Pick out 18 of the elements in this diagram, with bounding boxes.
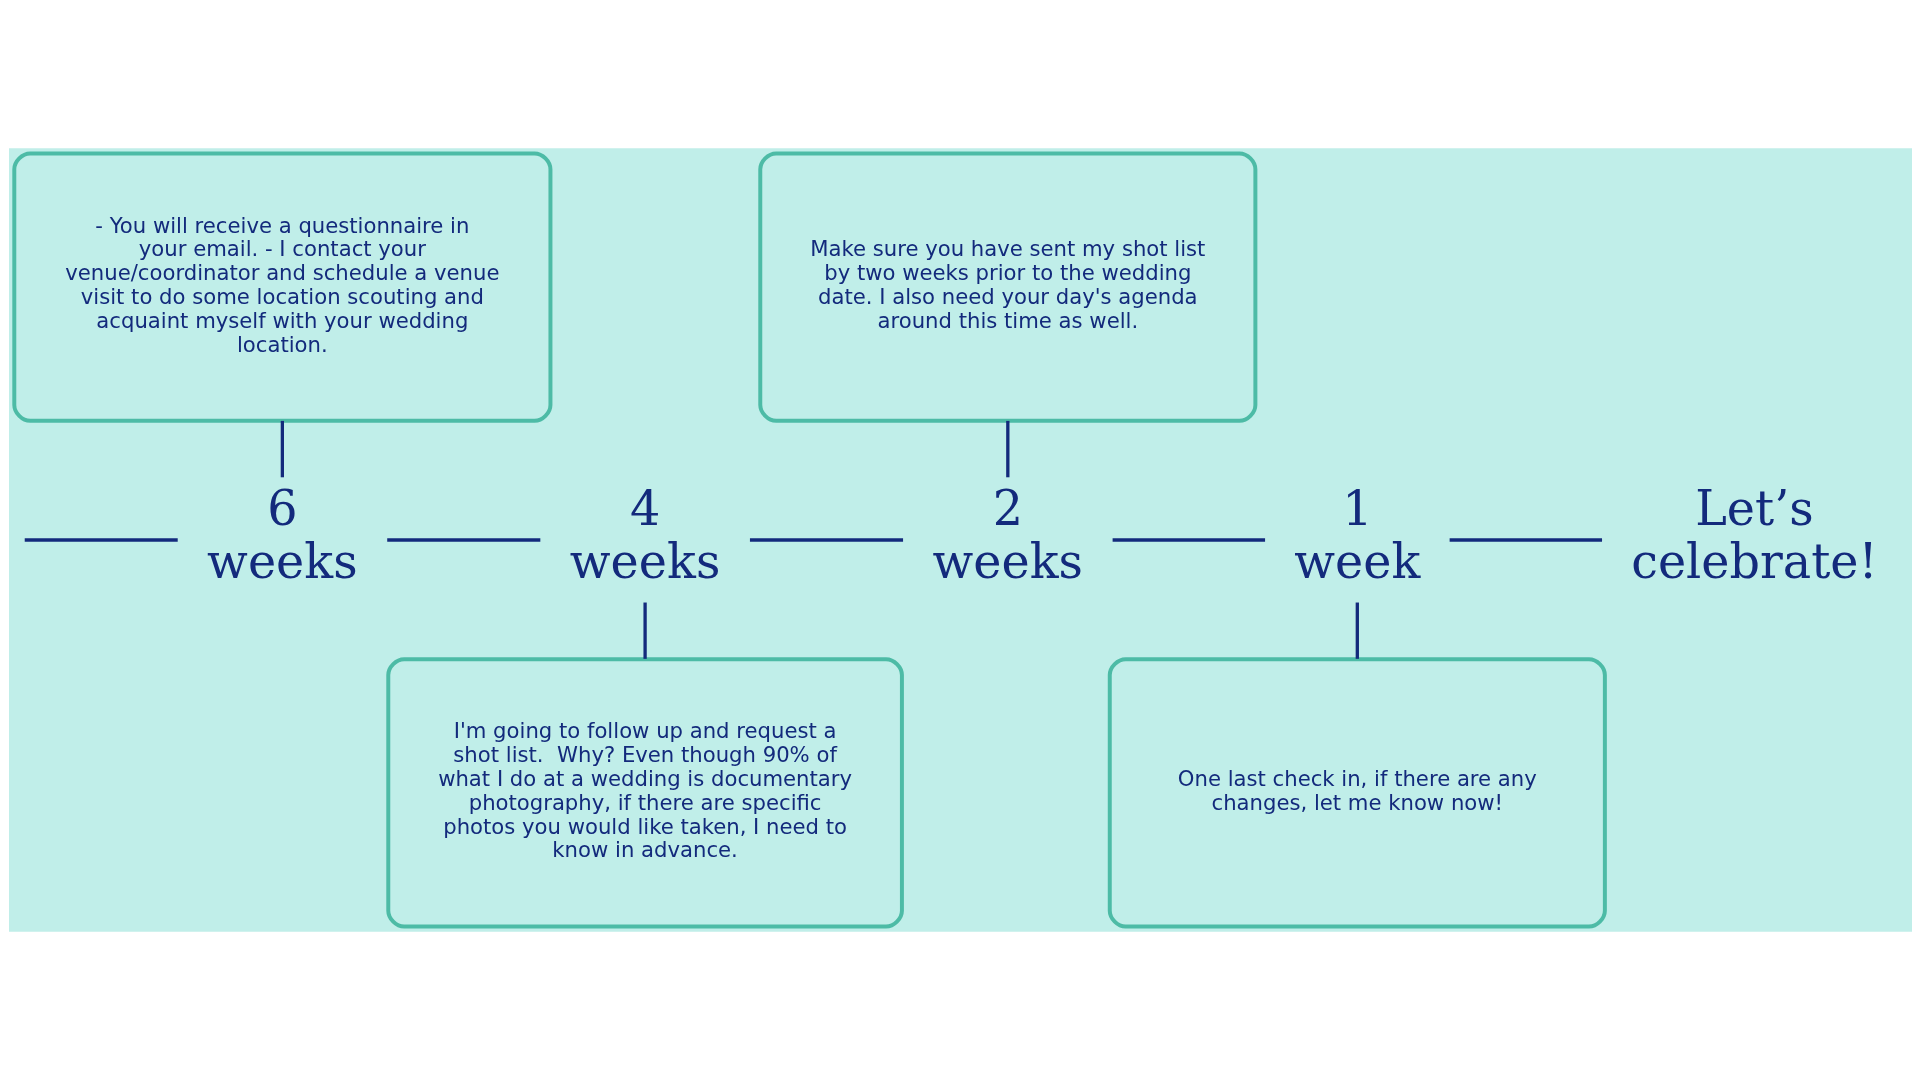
connector (749, 538, 903, 542)
connector (1005, 420, 1009, 478)
node-text: Let’s celebrate! (1630, 481, 1878, 590)
node-text: 1 week (1293, 481, 1420, 590)
node-text: 6 weeks (206, 481, 358, 590)
connector (24, 538, 178, 542)
connector (642, 602, 647, 659)
connector (1112, 538, 1265, 542)
node-box: I'm going to follow up and request a shot list. Why? Even though 90% of what I do at a wedding is documentary photography, if there are specific photos you would like taken, I need to know in advance. (385, 657, 904, 929)
connector (1449, 538, 1602, 542)
node-text: 2 weeks (932, 481, 1083, 590)
connector (280, 420, 284, 478)
connector (386, 538, 540, 542)
node-box: - You will receive a questionnaire in your email. - I contact your venue/coordinator and schedule a venue visit to do some location scouting and acquaint myself with your wedding location. (11, 151, 552, 423)
node-text: 4 weeks (569, 481, 720, 590)
node-box: Make sure you have sent my shot list by two weeks prior to the wedding date. I also need your day's agenda around this time as well. (757, 151, 1257, 423)
connector (1355, 602, 1359, 659)
node-box: One last check in, if there are any changes, let me know now! (1107, 657, 1607, 929)
